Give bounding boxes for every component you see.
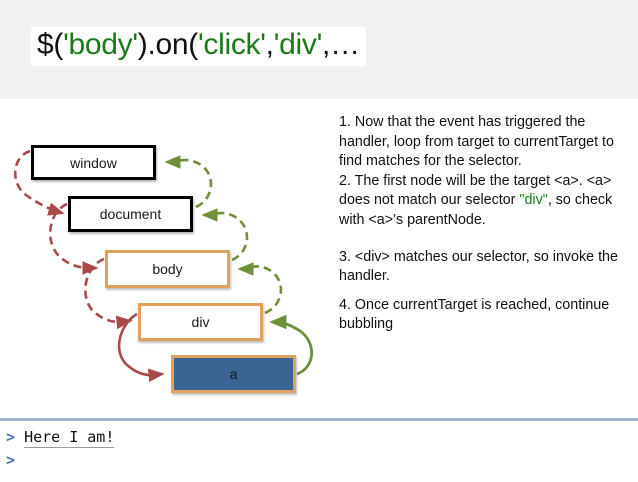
console-prompt-chevron-empty: >	[6, 451, 16, 469]
note-item-3: 3. <div> matches our selector, so invoke…	[339, 248, 618, 285]
title-segment-comma: ,	[265, 28, 274, 61]
note-item-1: 1. Now that the event has triggered the …	[339, 114, 614, 170]
node-a-target[interactable]: a	[171, 355, 296, 393]
slide-body: window document body div a 1. Now that t…	[0, 99, 638, 418]
node-body[interactable]: body	[105, 250, 230, 288]
console-input-line[interactable]: >	[6, 451, 15, 469]
browser-console[interactable]: > Here I am! >	[0, 418, 638, 482]
console-output-line: > Here I am!	[6, 428, 115, 448]
note-item-2-before: 2. The first node will be the target <a>…	[339, 172, 612, 209]
note-item-4: 4. Once currentTarget is reached, contin…	[339, 296, 610, 333]
node-div[interactable]: div	[138, 303, 263, 341]
node-a-label: a	[229, 366, 238, 382]
dom-bubbling-diagram: window document body div a	[0, 99, 330, 418]
console-prompt-chevron: >	[6, 428, 16, 446]
title-segment-on-open: ).on(	[137, 28, 198, 61]
page-title: $('body').on('click','div',…	[31, 27, 366, 66]
slide-header: $('body').on('click','div',…	[0, 0, 638, 99]
title-segment-body-string: 'body'	[63, 28, 138, 61]
title-segment-dollar-open: $(	[37, 28, 64, 61]
note-item-2-selector: "div"	[519, 192, 548, 209]
node-window[interactable]: window	[31, 145, 156, 180]
node-body-label: body	[152, 261, 183, 277]
note-item-2-after: , so check with <a>’s parentNode.	[339, 192, 613, 228]
title-segment-click-string: 'click'	[197, 28, 266, 61]
node-window-label: window	[70, 154, 117, 171]
node-div-label: div	[191, 314, 210, 330]
title-segment-div-string: 'div'	[273, 28, 323, 61]
note-spacer	[339, 231, 631, 248]
title-segment-ellipsis: ,…	[322, 28, 360, 61]
node-document-label: document	[99, 206, 162, 222]
node-document[interactable]: document	[68, 196, 193, 232]
explanation-panel: 1. Now that the event has triggered the …	[339, 113, 631, 335]
note-item-2: 2. The first node will be the target <a>…	[339, 172, 631, 231]
console-output-text: Here I am!	[24, 428, 115, 448]
